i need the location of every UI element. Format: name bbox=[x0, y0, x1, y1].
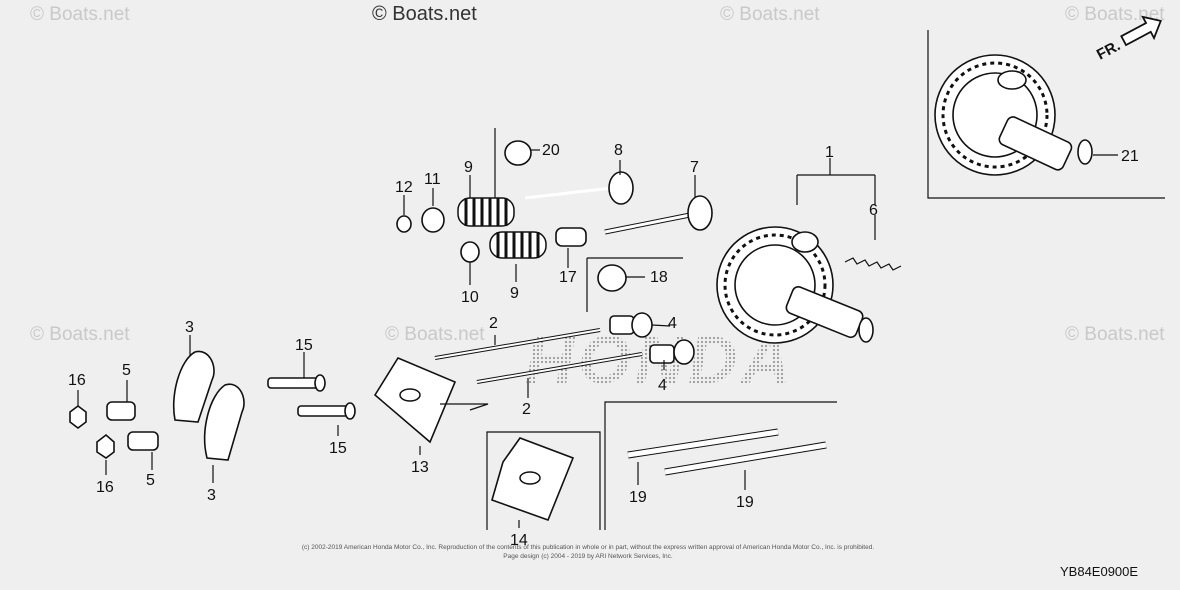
callout-16-lower: 16 bbox=[96, 479, 114, 496]
guide-17 bbox=[555, 227, 587, 247]
callout-15-lower: 15 bbox=[329, 440, 347, 457]
callout-18: 18 bbox=[650, 269, 668, 286]
callout-12: 12 bbox=[395, 179, 413, 196]
callout-21: 21 bbox=[1121, 148, 1139, 165]
watermark-main: © Boats.net bbox=[372, 3, 477, 25]
stud-bolt-15a bbox=[267, 374, 326, 392]
valve-8 bbox=[524, 171, 634, 205]
callout-11: 11 bbox=[424, 171, 441, 188]
watermark-faint: © Boats.net bbox=[720, 4, 820, 25]
callout-9-lower: 9 bbox=[510, 285, 519, 302]
callout-8: 8 bbox=[614, 142, 623, 159]
pivot-5a bbox=[106, 401, 136, 421]
callout-19-left: 19 bbox=[629, 489, 647, 506]
callout-2-lower: 2 bbox=[522, 401, 531, 418]
inset-bracket-14 bbox=[486, 431, 601, 530]
inset-bracket-camshaft bbox=[927, 30, 1165, 199]
front-direction-arrow: FR. bbox=[1094, 15, 1162, 64]
cap-12 bbox=[396, 215, 412, 233]
stud-bolt-15b bbox=[297, 402, 356, 420]
callout-17: 17 bbox=[559, 269, 577, 286]
page-design-line: Page design (c) 2004 - 2019 by ARI Netwo… bbox=[503, 553, 673, 560]
inset-bracket-18 bbox=[586, 257, 683, 312]
seal-11 bbox=[421, 207, 445, 233]
callout-2-upper: 2 bbox=[489, 315, 498, 332]
seal-20 bbox=[504, 140, 532, 166]
tappet-4a bbox=[609, 312, 653, 338]
inset-bracket-19 bbox=[604, 401, 837, 530]
watermark-faint: © Boats.net bbox=[30, 4, 130, 25]
retainer-10 bbox=[460, 241, 480, 263]
camshaft-gear-1 bbox=[716, 226, 874, 344]
rocker-arm-3b bbox=[203, 383, 245, 461]
callout-14: 14 bbox=[510, 532, 528, 549]
callout-1: 1 bbox=[825, 144, 834, 161]
seal-18 bbox=[597, 264, 627, 292]
pushrod-guide-plate-14 bbox=[491, 437, 575, 522]
callout-4-lower: 4 bbox=[658, 377, 667, 394]
tappet-4b bbox=[649, 339, 695, 365]
callout-5-lower: 5 bbox=[146, 472, 155, 489]
watermark-faint: © Boats.net bbox=[385, 324, 485, 345]
callout-20: 20 bbox=[542, 142, 560, 159]
callout-4-upper: 4 bbox=[668, 315, 677, 332]
nut-16b bbox=[96, 433, 115, 459]
callout-19-right: 19 bbox=[736, 494, 754, 511]
callout-9-upper: 9 bbox=[464, 159, 473, 176]
pivot-5b bbox=[127, 431, 159, 451]
copyright-line: (c) 2002-2019 American Honda Motor Co., … bbox=[302, 544, 874, 551]
callout-13: 13 bbox=[411, 459, 429, 476]
callout-7: 7 bbox=[690, 159, 699, 176]
valve-spring-9b bbox=[489, 231, 547, 259]
valve-7 bbox=[604, 195, 713, 235]
camshaft-assembly-21 bbox=[934, 54, 1093, 176]
valve-spring-9a bbox=[457, 197, 515, 227]
watermark-faint: © Boats.net bbox=[1065, 324, 1165, 345]
callout-3-upper: 3 bbox=[185, 319, 194, 336]
callout-5-upper: 5 bbox=[122, 362, 131, 379]
front-label: FR. bbox=[1094, 37, 1123, 63]
callout-16-upper: 16 bbox=[68, 372, 86, 389]
callout-3-lower: 3 bbox=[207, 487, 216, 504]
rocker-arm-3a bbox=[172, 350, 215, 423]
callout-6: 6 bbox=[869, 202, 878, 219]
nut-16a bbox=[69, 405, 87, 429]
callout-15-upper: 15 bbox=[295, 337, 313, 354]
spring-6 bbox=[844, 257, 902, 271]
watermark-faint: © Boats.net bbox=[30, 324, 130, 345]
diagram-code: YB84E0900E bbox=[1060, 564, 1138, 579]
watermark-faint: © Boats.net bbox=[1065, 4, 1165, 25]
callout-10: 10 bbox=[461, 289, 479, 306]
